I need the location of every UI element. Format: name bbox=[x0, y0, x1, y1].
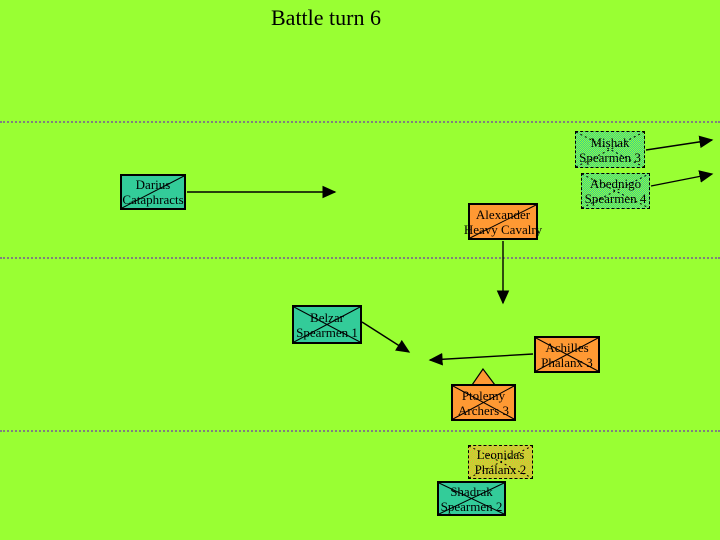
unit-type: Cataphracts bbox=[122, 192, 184, 207]
unit-label: Darius Cataphracts bbox=[122, 176, 184, 208]
unit-name: Mishak bbox=[590, 134, 630, 150]
cross-decoration bbox=[453, 386, 514, 419]
unit-type: Spearmen 1 bbox=[296, 324, 358, 340]
sector-divider-line bbox=[0, 430, 720, 432]
unit-type: Archers 3 bbox=[458, 402, 509, 418]
arrow-abednigo-move bbox=[650, 170, 714, 187]
arrow-mishak-move bbox=[645, 135, 714, 151]
unit-name: Ptolemy bbox=[461, 387, 506, 403]
cross-decoration bbox=[469, 446, 532, 478]
unit-label: Achilles Phalanx 3 bbox=[536, 338, 598, 371]
unit-type: Spearmen 2 bbox=[440, 498, 503, 514]
arrow-achilles-move bbox=[428, 352, 534, 366]
unit-darius-cataphracts[interactable]: Darius Cataphracts bbox=[120, 174, 186, 210]
unit-type: Phalanx 2 bbox=[474, 462, 527, 477]
unit-name: Darius bbox=[135, 177, 171, 192]
unit-label: Ptolemy Archers 3 bbox=[453, 386, 514, 419]
unit-belzar-spearmen-1[interactable]: Belzar Spearmen 1 bbox=[292, 305, 362, 344]
slash-decoration bbox=[470, 205, 536, 238]
cross-decoration bbox=[294, 307, 360, 342]
sector-divider-line bbox=[0, 257, 720, 259]
unit-label: Mishak Spearmen 3 bbox=[576, 132, 644, 167]
unit-name: Abednigo bbox=[589, 176, 642, 191]
cross-decoration bbox=[536, 338, 598, 371]
unit-label: Alexander Heavy Cavalry bbox=[464, 205, 542, 238]
unit-label: Leonidas Phalanx 2 bbox=[469, 446, 532, 478]
unit-name: Leonidas bbox=[476, 447, 525, 462]
sector-divider-line bbox=[0, 121, 720, 123]
arrow-belzar-move bbox=[361, 321, 411, 353]
unit-abednigo-spearmen-4[interactable]: Abednigo Spearmen 4 bbox=[581, 173, 650, 209]
unit-type: Heavy Cavalry bbox=[463, 221, 543, 237]
slash-decoration bbox=[122, 176, 184, 208]
arrow-ptolemy-up bbox=[470, 367, 497, 386]
unit-label: Abednigo Spearmen 4 bbox=[582, 174, 649, 208]
unit-ptolemy-archers-3[interactable]: Ptolemy Archers 3 bbox=[451, 384, 516, 421]
unit-type: Spearmen 4 bbox=[584, 191, 647, 206]
unit-type: Spearmen 3 bbox=[579, 149, 641, 165]
cross-decoration bbox=[439, 483, 504, 514]
unit-leonidas-phalanx-2[interactable]: Leonidas Phalanx 2 bbox=[468, 445, 533, 479]
unit-achilles-phalanx-3[interactable]: Achilles Phalanx 3 bbox=[534, 336, 600, 373]
unit-type: Phalanx 3 bbox=[541, 354, 593, 370]
unit-name: Achilles bbox=[545, 339, 589, 355]
unit-name: Belzar bbox=[310, 309, 344, 325]
unit-label: Belzar Spearmen 1 bbox=[294, 307, 360, 342]
unit-alexander-heavy-cavalry[interactable]: Alexander Heavy Cavalry bbox=[464, 203, 542, 240]
unit-mishak-spearmen-3[interactable]: Mishak Spearmen 3 bbox=[575, 131, 645, 168]
unit-label: Shadrak Spearmen 2 bbox=[439, 483, 504, 514]
unit-name: Shadrak bbox=[450, 483, 493, 499]
unit-shadrak-spearmen-2[interactable]: Shadrak Spearmen 2 bbox=[437, 481, 506, 516]
battle-turn-title: Battle turn 6 bbox=[271, 5, 381, 30]
unit-name: Alexander bbox=[475, 206, 531, 222]
